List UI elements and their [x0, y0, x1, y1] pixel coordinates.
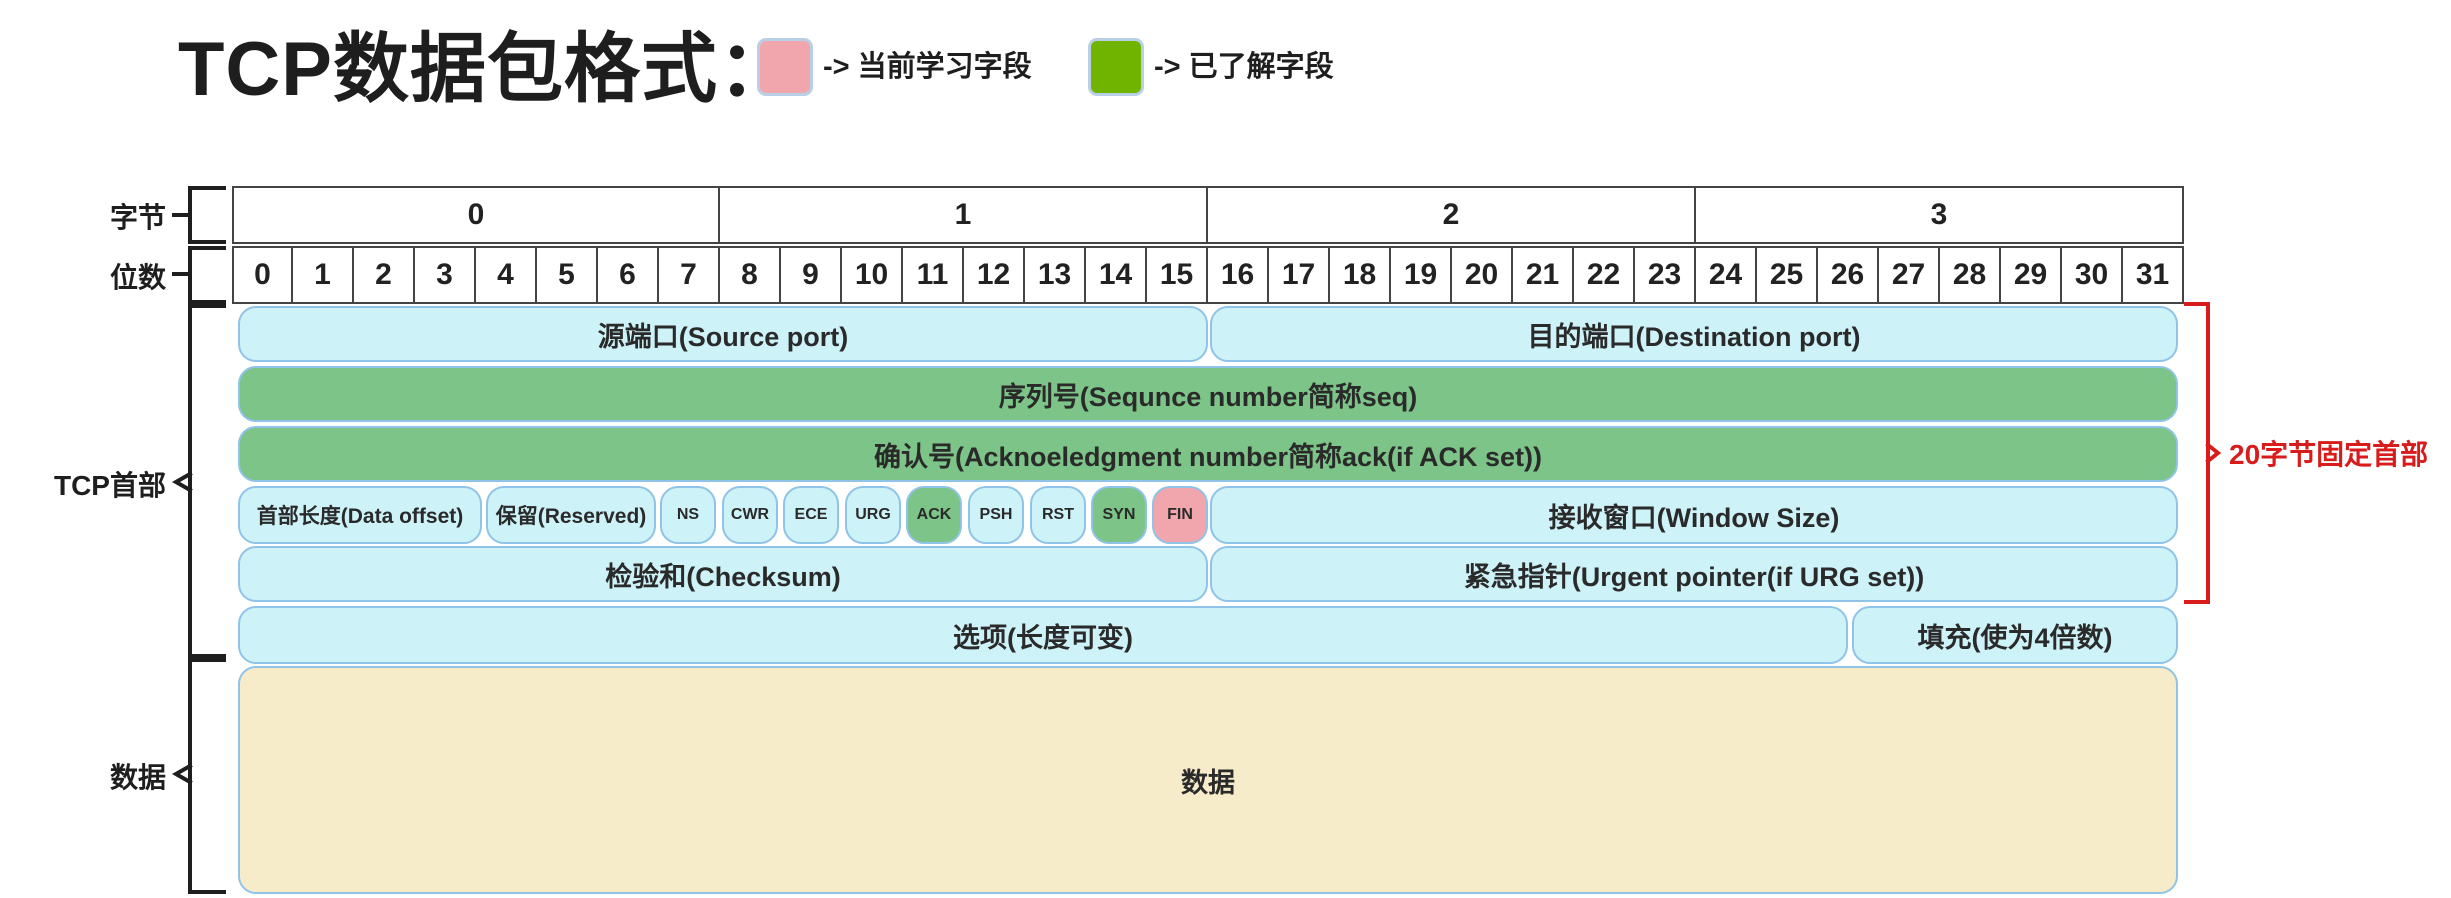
bit-cell: 27 [1877, 246, 1940, 304]
bit-cell: 12 [962, 246, 1025, 304]
byte-cell: 2 [1206, 186, 1696, 244]
field-data: 数据 [238, 666, 2178, 894]
bit-cell: 8 [718, 246, 781, 304]
row-label-data: 数据 [109, 762, 166, 793]
bit-cell: 26 [1816, 246, 1879, 304]
field-checksum: 检验和(Checksum) [238, 546, 1208, 602]
field-reserved: 保留(Reserved) [486, 486, 656, 544]
flag-ack: ACK [906, 486, 962, 544]
flag-urg: URG [845, 486, 901, 544]
legend-known-label: -> 已了解字段 [1154, 51, 1334, 83]
bit-cell: 29 [1999, 246, 2062, 304]
bit-cell: 25 [1755, 246, 1818, 304]
bit-cell: 0 [232, 246, 293, 304]
field-padding: 填充(使为4倍数) [1852, 606, 2178, 664]
bit-cell: 13 [1023, 246, 1086, 304]
bit-cell: 21 [1511, 246, 1574, 304]
field-urgent-pointer: 紧急指针(Urgent pointer(if URG set)) [1210, 546, 2178, 602]
field-ack-number: 确认号(Acknoeledgment number简称ack(if ACK se… [238, 426, 2178, 482]
bit-cell: 23 [1633, 246, 1696, 304]
bit-cell: 30 [2060, 246, 2123, 304]
bit-cell: 22 [1572, 246, 1635, 304]
bit-cell: 31 [2121, 246, 2184, 304]
bit-cell: 4 [474, 246, 537, 304]
legend-known-swatch [1088, 38, 1144, 96]
flag-fin: FIN [1152, 486, 1208, 544]
byte-bracket [172, 186, 226, 244]
bit-cell: 6 [596, 246, 659, 304]
fixed-header-label: 20字节固定首部 [2229, 439, 2429, 470]
fixed-header-bracket [2184, 302, 2222, 604]
bit-cell: 14 [1084, 246, 1147, 304]
bit-cell: 17 [1267, 246, 1330, 304]
flag-psh: PSH [968, 486, 1024, 544]
bit-cell: 7 [657, 246, 720, 304]
bit-cell: 16 [1206, 246, 1269, 304]
field-sequence-number: 序列号(Sequnce number简称seq) [238, 366, 2178, 422]
bit-cell: 5 [535, 246, 598, 304]
flag-syn: SYN [1091, 486, 1147, 544]
field-destination-port: 目的端口(Destination port) [1210, 306, 2178, 362]
byte-cell: 3 [1694, 186, 2184, 244]
flag-cwr: CWR [722, 486, 778, 544]
flag-rst: RST [1030, 486, 1086, 544]
bit-cell: 20 [1450, 246, 1513, 304]
bit-cell: 18 [1328, 246, 1391, 304]
flag-ece: ECE [783, 486, 839, 544]
data-bracket [171, 658, 226, 894]
field-window-size: 接收窗口(Window Size) [1210, 486, 2178, 544]
legend-current-label: -> 当前学习字段 [823, 51, 1032, 83]
bit-cell: 28 [1938, 246, 2001, 304]
bit-cell: 11 [901, 246, 964, 304]
bit-cell: 10 [840, 246, 903, 304]
header-bracket [171, 304, 226, 658]
bit-cell: 2 [352, 246, 415, 304]
bit-cell: 19 [1389, 246, 1452, 304]
bit-cell: 15 [1145, 246, 1208, 304]
row-label-bit: 位数 [109, 262, 166, 293]
bit-cell: 24 [1694, 246, 1757, 304]
byte-cell: 1 [718, 186, 1208, 244]
flag-ns: NS [660, 486, 716, 544]
field-data-offset: 首部长度(Data offset) [238, 486, 482, 544]
bit-bracket [172, 246, 226, 304]
bit-cell: 9 [779, 246, 842, 304]
row-label-tcp-header: TCP首部 [53, 470, 166, 501]
field-source-port: 源端口(Source port) [238, 306, 1208, 362]
bit-cell: 3 [413, 246, 476, 304]
field-options: 选项(长度可变) [238, 606, 1848, 664]
bit-cell: 1 [291, 246, 354, 304]
page-title: TCP数据包格式： [178, 27, 795, 112]
legend-current-swatch [757, 38, 813, 96]
byte-cell: 0 [232, 186, 720, 244]
row-label-byte: 字节 [109, 202, 166, 233]
